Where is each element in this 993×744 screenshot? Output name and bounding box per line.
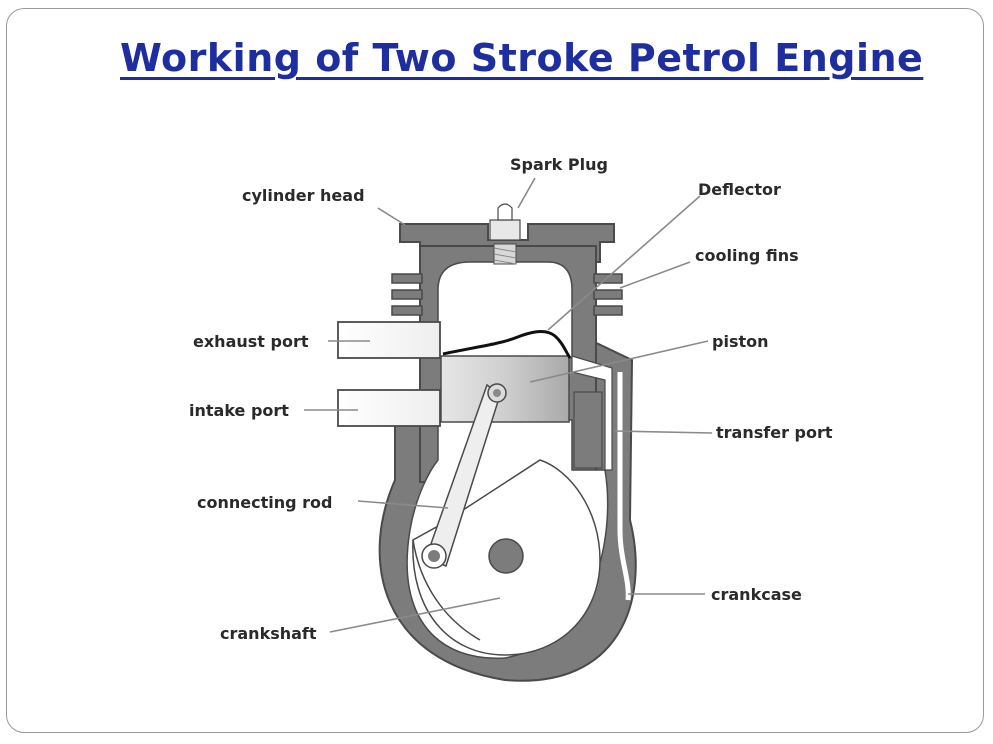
spark-plug-icon <box>489 203 521 265</box>
label-connecting-rod: connecting rod <box>197 493 332 512</box>
label-piston: piston <box>712 332 769 351</box>
label-intake-port: intake port <box>189 401 289 420</box>
connecting-rod <box>421 383 507 569</box>
deflector <box>442 330 572 359</box>
slide-title: Working of Two Stroke Petrol Engine <box>120 36 924 80</box>
label-transfer-port: transfer port <box>716 423 833 442</box>
exhaust-port <box>337 321 441 359</box>
label-deflector: Deflector <box>698 180 781 199</box>
label-spark-plug: Spark Plug <box>510 155 608 174</box>
label-cooling-fins: cooling fins <box>695 246 799 265</box>
cooling-fins-left <box>391 273 423 316</box>
label-crankcase: crankcase <box>711 585 802 604</box>
label-exhaust-port: exhaust port <box>193 332 309 351</box>
cooling-fins-right <box>593 273 623 316</box>
combustion-chamber <box>437 261 573 359</box>
label-crankshaft: crankshaft <box>220 624 317 643</box>
label-cylinder-head: cylinder head <box>242 186 365 205</box>
intake-port <box>337 389 441 427</box>
leader-lines <box>304 177 713 633</box>
